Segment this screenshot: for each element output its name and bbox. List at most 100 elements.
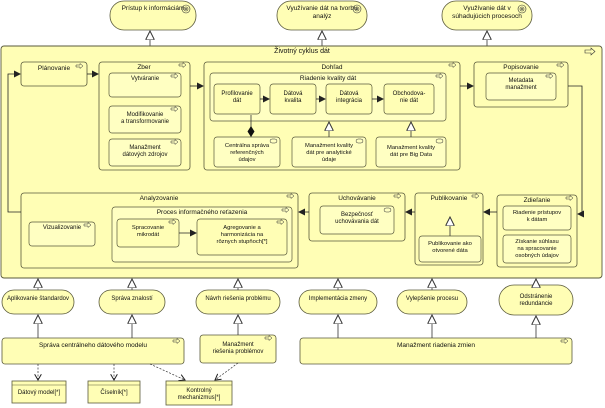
kontrolny-label-1: Kontrolný — [186, 388, 211, 394]
bezpecnost-label-2: uchovávania dát — [335, 219, 379, 225]
riadenie-kvality-label: Riadenie kvality dát — [300, 75, 357, 82]
dohlad-label: Dohľad — [321, 64, 342, 71]
req-navrh-riesenia-label: Návrh riešenia problému — [205, 296, 270, 302]
publikovanie-otvorene-label-2: otvorené dáta — [432, 248, 468, 254]
obchodovanie-label-2: nie dát — [400, 98, 418, 104]
process-icon — [83, 221, 92, 229]
box-manazment-analyticke: Manažment kvality dát pre analytické úda… — [291, 136, 367, 168]
process-icon — [393, 192, 402, 200]
goal-tvorba-label-1: Využívanie dát na tvorbu — [286, 5, 358, 12]
req-implementacia-label: Implementácia zmeny — [309, 296, 367, 302]
agregovanie-label-3: rôznych stupňoch[*] — [217, 239, 268, 245]
datova-integracia-label-2: integrácia — [336, 98, 363, 104]
obchodovanie-label-1: Obchodova- — [393, 91, 426, 97]
manazment-bigdata-label-1: Manažment kvality — [387, 145, 435, 151]
spracovanie-label-1: Spracovanie — [132, 225, 164, 231]
process-icon — [170, 72, 179, 80]
req-sprava-znalosti-label: Správa znalostí — [111, 296, 153, 302]
goal-realization-lines — [150, 31, 487, 46]
goal-procesy-label-2: súhadujúcich procesoch — [452, 13, 522, 20]
object-datovy-model: Dátový model[*] — [11, 380, 67, 404]
box-spracovanie: Spracovanie mikrodát — [116, 218, 180, 248]
lifecycle-title: Životný cyklus dát — [274, 46, 330, 55]
profilovanie-label-2: dát — [233, 98, 242, 104]
metadata-label-2: manažment — [505, 85, 537, 91]
goal-pristup-label: Prístup k informáciám — [122, 5, 185, 12]
vizualizovanie-label: Vizualizovanie — [43, 225, 82, 231]
process-icon — [178, 61, 187, 69]
centralna-sprava-label-2: referenčných — [230, 150, 264, 156]
manazment-riesenia-label-1: Manažment — [222, 342, 254, 348]
proces-retazenia-label: Proces informačného reťazenia — [157, 209, 248, 216]
process-icon — [565, 194, 574, 202]
lifecycle-flow-arrows — [7, 70, 584, 218]
box-ziskanie-suhlasu: Získanie súhlasu na spracovanie osobných… — [502, 234, 572, 264]
box-planovanie: Plánovanie — [20, 61, 88, 87]
goal-pristup: Prístup k informáciám — [109, 0, 197, 31]
req-aplikovanie-label: Aplikovanie štandardov — [7, 296, 69, 302]
process-icon — [471, 192, 480, 200]
zber-label: Zber — [137, 64, 151, 71]
box-datova-integracia: Dátová integrácia — [325, 83, 373, 115]
manazment-analyticke-label-3: údaje — [322, 157, 336, 163]
process-icon — [584, 47, 596, 56]
process-icon — [170, 105, 179, 113]
manazment-zmien-label: Manažment riadenia zmien — [397, 342, 475, 349]
bezpecnost-label-1: Bezpečnosť — [341, 212, 374, 218]
datova-kvalita-label-2: kvalita — [284, 98, 302, 104]
box-sprava-modelu: Správa centrálneho dátového modelu — [1, 337, 185, 365]
service-icon — [269, 138, 278, 144]
req-aplikovanie: Aplikovanie štandardov — [1, 289, 75, 315]
box-centralna-sprava: Centrálna správa referenčných údajov — [213, 136, 281, 168]
modifikovanie-label-1: Modifikovanie — [127, 112, 164, 118]
box-modifikovanie: Modifikovanie a transformovanie — [108, 105, 182, 134]
centralna-sprava-label-3: údajov — [238, 157, 255, 163]
popisovanie-label: Popisovanie — [503, 64, 539, 71]
manazment-analyticke-label-1: Manažment kvality — [305, 143, 353, 149]
box-manazment-zmien: Manažment riadenia zmien — [299, 337, 573, 365]
process-icon — [170, 138, 179, 146]
profilovanie-label-1: Profilovanie — [221, 91, 253, 97]
box-obchodovanie: Obchodova- nie dát — [383, 83, 435, 115]
sprava-modelu-label: Správa centrálneho dátového modelu — [39, 342, 147, 349]
manazment-riesenia-label-2: riešenia problémov — [213, 349, 264, 355]
process-icon — [560, 337, 569, 345]
box-manazment-riesenia: Manažment riešenia problémov — [199, 334, 277, 364]
agregovanie-label-1: Agregovanie a — [223, 225, 261, 231]
agregovanie-label-2: harmonizácia na — [221, 232, 264, 238]
datova-integracia-label-1: Dátová — [339, 91, 359, 97]
analyzovanie-label: Analyzovanie — [140, 195, 179, 202]
box-manazment-bigdata: Manažment kvality dát pre Big Data — [375, 136, 447, 168]
req-sprava-znalosti: Správa znalostí — [98, 289, 166, 315]
box-manazment-zdrojov: Manažment dátových zdrojov — [108, 138, 182, 167]
box-metadata: Metadata manažment — [485, 72, 557, 101]
box-vytvaranie: Vytváranie — [108, 72, 182, 98]
process-icon — [168, 218, 177, 226]
req-implementacia: Implementácia zmeny — [298, 289, 378, 315]
process-icon — [556, 61, 565, 69]
ziskanie-suhlasu-label-3: osobných údajov — [515, 253, 559, 259]
process-icon — [281, 206, 290, 214]
process-icon — [286, 192, 295, 200]
req-realization-lines — [38, 279, 536, 290]
datovy-model-label: Dátový model[*] — [18, 390, 61, 396]
box-datova-kvalita: Dátová kvalita — [269, 83, 317, 115]
box-profilovanie: Profilovanie dát — [213, 83, 261, 115]
box-riadenie-pristupov: Riadenie prístupov k dátam — [502, 205, 572, 231]
req-navrh-riesenia: Návrh riešenia problému — [195, 289, 281, 315]
quality-relations — [247, 115, 411, 137]
process-icon — [75, 62, 84, 70]
ziskanie-suhlasu-label-1: Získanie súhlasu — [515, 239, 559, 245]
object-ciselnik: Číselník[*] — [87, 380, 141, 404]
modifikovanie-label-2: a transformovanie — [121, 119, 170, 125]
goal-procesy: Využívanie dát v súhadujúcich procesoch — [441, 0, 533, 31]
manazment-bigdata-label-2: dát pre Big Data — [390, 152, 433, 158]
req-odstranenie: Odstránenie redundancie — [498, 284, 574, 316]
box-vizualizovanie: Vizualizovanie — [28, 221, 96, 247]
bottom-realization-lines — [38, 315, 536, 338]
box-agregovanie: Agregovanie a harmonizácia na rôznych st… — [196, 218, 288, 256]
goal-procesy-label-1: Využívanie dát v — [463, 5, 511, 12]
process-icon — [276, 218, 285, 226]
box-bezpecnost: Bezpečnosť uchovávania dát — [319, 205, 395, 235]
